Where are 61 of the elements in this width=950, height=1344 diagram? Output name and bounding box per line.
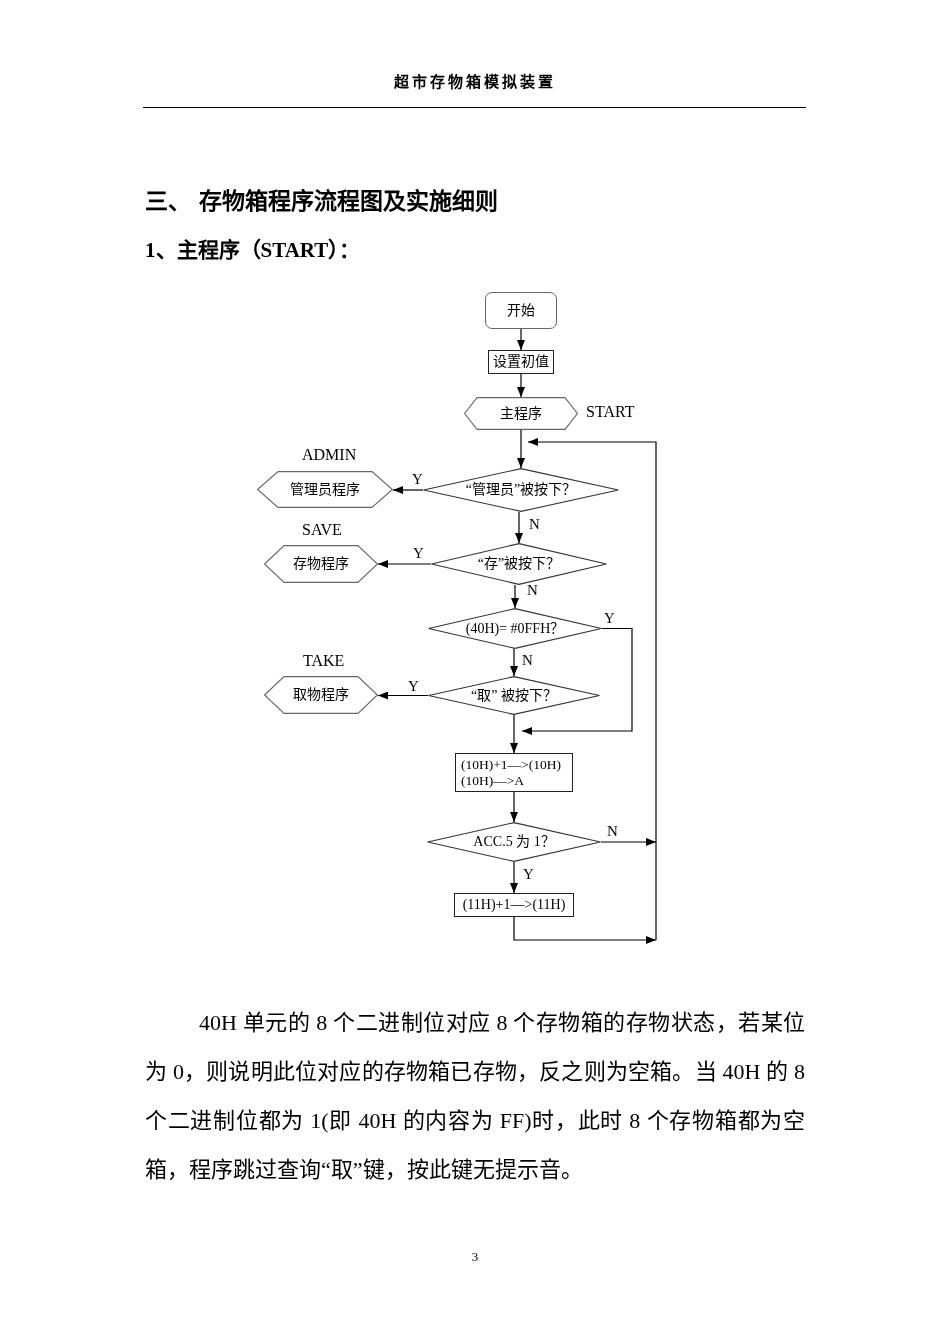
node-label: 取物程序 bbox=[293, 687, 349, 703]
subroutine-hexagon bbox=[264, 676, 378, 714]
flow-arrow bbox=[510, 861, 518, 894]
flow-arrow bbox=[513, 916, 657, 944]
edge-label: Y bbox=[411, 472, 424, 487]
node-label: (11H)+1—>(11H) bbox=[462, 897, 566, 913]
process-box bbox=[488, 350, 554, 374]
flow-arrow bbox=[517, 429, 525, 469]
node-label: 设置初值 bbox=[493, 354, 549, 370]
edge-label: N bbox=[528, 517, 541, 532]
body-paragraph: 40H 单元的 8 个二进制位对应 8 个存物箱的存物状态，若某位为 0，则说明此位对应的存物箱已存物，反之则为空箱。当 40H 的 8 个二进制位都为 1(即 40H 的内容为 FF)时，此时 8 个存物箱都为空箱，程序跳过查询“取”键，按此键无提示音。 bbox=[145, 1009, 805, 1184]
flow-arrow bbox=[511, 584, 519, 609]
subroutine-hexagon bbox=[464, 397, 578, 430]
decision-diamond bbox=[431, 543, 607, 585]
edge-label: N bbox=[526, 583, 539, 598]
flow-arrow bbox=[377, 560, 432, 568]
node-label: (40H)= #0FFH？ bbox=[465, 620, 565, 637]
side-label: START bbox=[586, 403, 635, 421]
page-number: 3 bbox=[471, 1249, 479, 1265]
flow-arrow bbox=[510, 714, 518, 754]
subroutine-hexagon bbox=[264, 545, 378, 583]
flow-arrow bbox=[392, 486, 424, 494]
flow-arrow bbox=[510, 648, 518, 677]
side-label: TAKE bbox=[303, 652, 345, 670]
node-label: 存物程序 bbox=[293, 556, 349, 572]
edge-label: N bbox=[606, 824, 619, 839]
edge-label: Y bbox=[603, 611, 616, 626]
subroutine-hexagon bbox=[257, 471, 393, 508]
decision-diamond bbox=[423, 468, 619, 512]
process-box bbox=[455, 753, 573, 792]
running-header: 超市存物箱模拟装置 bbox=[394, 72, 556, 92]
flow-arrow bbox=[517, 373, 525, 398]
flow-arrow bbox=[510, 791, 518, 823]
flow-arrow bbox=[527, 438, 657, 941]
node-label: (10H)—>A bbox=[461, 772, 525, 789]
decision-diamond bbox=[428, 608, 602, 649]
flow-arrow bbox=[521, 627, 633, 735]
edge-label: Y bbox=[407, 679, 420, 694]
node-label: 主程序 bbox=[500, 405, 542, 422]
node-label: 开始 bbox=[507, 302, 535, 319]
flow-arrow bbox=[517, 328, 525, 351]
side-label: SAVE bbox=[302, 521, 342, 539]
edge-label: Y bbox=[522, 867, 535, 882]
flow-arrow bbox=[515, 511, 523, 544]
flow-arrow bbox=[377, 691, 429, 700]
process-box bbox=[454, 893, 574, 917]
start-terminal bbox=[485, 292, 557, 329]
decision-diamond bbox=[428, 676, 600, 715]
edge-label: N bbox=[521, 653, 534, 668]
node-label: ACC.5 为 1？ bbox=[473, 834, 555, 850]
section-heading: 三、 存物箱程序流程图及实施细则 bbox=[145, 187, 498, 215]
diagram-title: 1、主程序（START）： bbox=[145, 237, 361, 263]
node-label: “取” 被按下？ bbox=[471, 687, 557, 704]
node-label: “存”被按下？ bbox=[477, 556, 561, 572]
flow-arrow bbox=[600, 838, 657, 846]
side-label: ADMIN bbox=[302, 446, 357, 464]
node-label: “管理员”被按下？ bbox=[465, 482, 577, 498]
node-label: (10H)+1—>(10H) bbox=[461, 756, 561, 773]
node-label: 管理员程序 bbox=[290, 481, 360, 498]
edge-label: Y bbox=[412, 546, 425, 561]
decision-diamond bbox=[427, 822, 601, 862]
